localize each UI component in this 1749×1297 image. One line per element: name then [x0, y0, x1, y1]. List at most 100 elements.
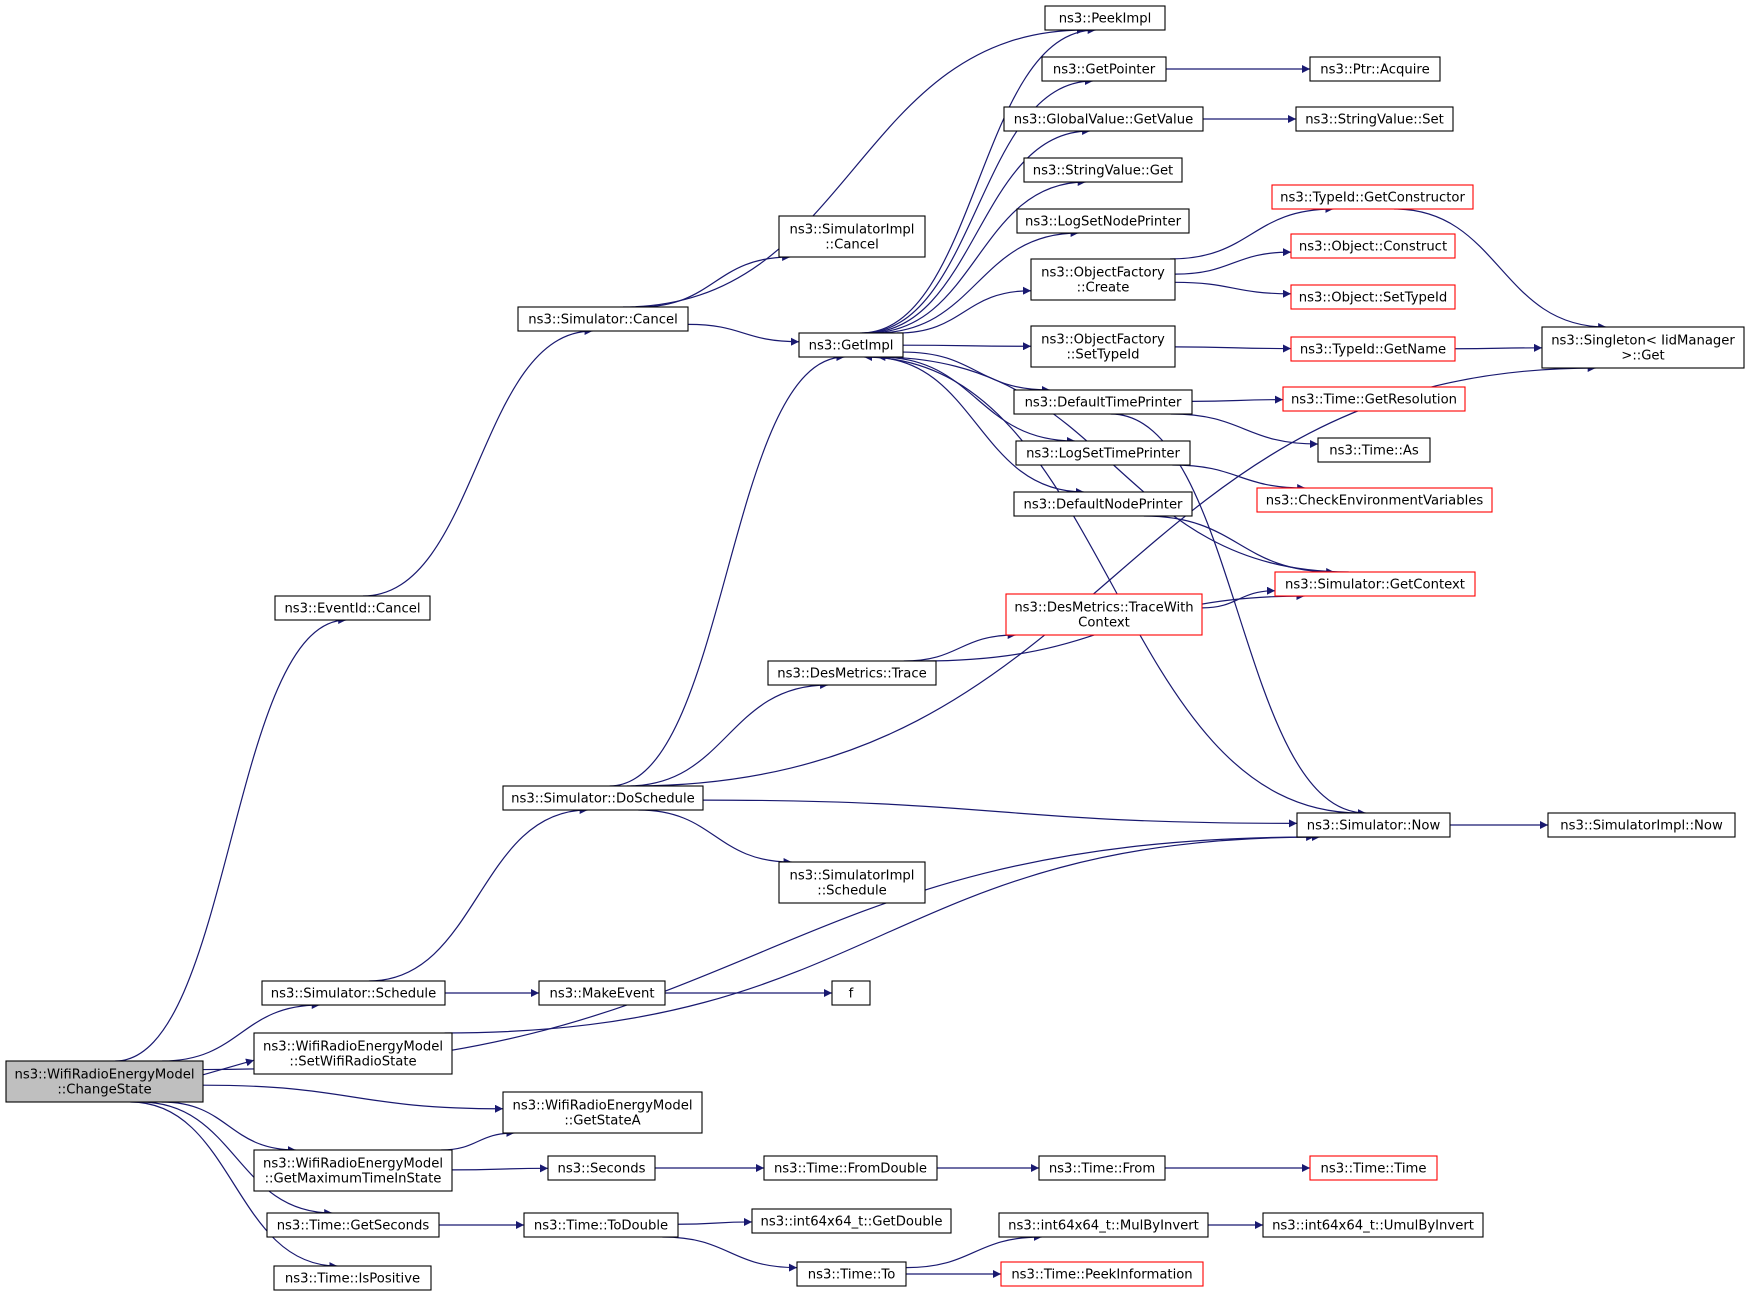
node-sim_getcontext[interactable]: ns3::Simulator::GetContext: [1274, 571, 1476, 597]
node-time_getresolution[interactable]: ns3::Time::GetResolution: [1282, 386, 1466, 412]
edge-defaultnodeprinter-to-sim_getcontext: [1143, 515, 1335, 576]
node-label: ns3::Object::SetTypeId: [1299, 291, 1448, 306]
node-of_settypeid[interactable]: ns3::ObjectFactory::SetTypeId: [1030, 325, 1176, 368]
node-getstatea[interactable]: ns3::WifiRadioEnergyModel::GetStateA: [502, 1091, 703, 1134]
node-seconds[interactable]: ns3::Seconds: [547, 1155, 656, 1181]
node-time_peekinformation[interactable]: ns3::Time::PeekInformation: [1000, 1261, 1204, 1287]
node-label: ns3::Time::FromDouble: [774, 1162, 927, 1177]
node-simimpl_now[interactable]: ns3::SimulatorImpl::Now: [1547, 812, 1736, 838]
node-label: ns3::SimulatorImpl: [790, 223, 915, 238]
edge-getimpl-to-of_create: [897, 286, 1032, 334]
node-eventid_cancel[interactable]: ns3::EventId::Cancel: [274, 595, 431, 621]
edge-sim_doschedule-to-simimpl_schedule: [638, 809, 792, 866]
node-time_as[interactable]: ns3::Time::As: [1317, 437, 1431, 463]
node-time_from[interactable]: ns3::Time::From: [1038, 1155, 1166, 1181]
node-typeid_getconstructor[interactable]: ns3::TypeId::GetConstructor: [1271, 184, 1474, 210]
node-defaulttimeprinter[interactable]: ns3::DefaultTimePrinter: [1013, 389, 1193, 415]
node-sv_set[interactable]: ns3::StringValue::Set: [1295, 106, 1454, 132]
node-sv_get[interactable]: ns3::StringValue::Get: [1023, 157, 1183, 183]
node-label: ns3::Time::GetSeconds: [277, 1219, 430, 1234]
node-box: [751, 1208, 952, 1234]
node-label: ns3::Time::PeekInformation: [1011, 1268, 1192, 1283]
node-label: ns3::Simulator::Cancel: [528, 313, 677, 328]
edge-root-to-setwifiradiostate: [202, 1058, 255, 1076]
node-label: ns3::Simulator::DoSchedule: [511, 792, 695, 807]
node-singleton_get[interactable]: ns3::Singleton< IidManager>::Get: [1541, 326, 1745, 369]
edge-getimpl-to-peekimpl: [860, 26, 1096, 334]
node-label: Context: [1078, 616, 1130, 631]
node-getpointer[interactable]: ns3::GetPointer: [1041, 56, 1167, 82]
node-root[interactable]: ns3::WifiRadioEnergyModel::ChangeState: [5, 1060, 204, 1103]
node-box: [1274, 571, 1476, 597]
edge-root-to-sim_schedule: [162, 1001, 320, 1062]
node-time_todouble[interactable]: ns3::Time::ToDouble: [523, 1212, 679, 1238]
node-time_to[interactable]: ns3::Time::To: [796, 1261, 907, 1287]
node-label: ns3::int64x64_t::GetDouble: [761, 1215, 943, 1230]
node-box: [1013, 389, 1193, 415]
edge-root-to-getstatea: [202, 1084, 504, 1113]
node-int64_mulbyinvert[interactable]: ns3::int64x64_t::MulByInvert: [998, 1212, 1209, 1238]
edge-sim_schedule-to-sim_doschedule: [368, 806, 588, 982]
node-label: ns3::Time::ToDouble: [534, 1219, 668, 1234]
edge-getimpl-to-of_settypeid: [902, 342, 1032, 351]
node-box: [1013, 491, 1193, 517]
node-object_construct[interactable]: ns3::Object::Construct: [1290, 233, 1456, 259]
node-typeid_getname[interactable]: ns3::TypeId::GetName: [1290, 336, 1456, 362]
node-sim_cancel[interactable]: ns3::Simulator::Cancel: [517, 306, 689, 332]
node-int64_umulbyinvert[interactable]: ns3::int64x64_t::UmulByInvert: [1262, 1212, 1484, 1238]
node-label: ns3::MakeEvent: [549, 987, 654, 1002]
node-logsetnodeprinter[interactable]: ns3::LogSetNodePrinter: [1016, 208, 1190, 234]
edge-desmetrics_tracewithcontext-to-sim_getcontext: [1201, 586, 1276, 609]
edge-getimpl-to-defaultnodeprinter: [870, 356, 1084, 496]
node-sim_doschedule[interactable]: ns3::Simulator::DoSchedule: [502, 785, 704, 811]
node-f[interactable]: f: [831, 980, 871, 1006]
node-time_getseconds[interactable]: ns3::Time::GetSeconds: [266, 1212, 440, 1238]
node-label: ns3::GetPointer: [1053, 63, 1156, 78]
edges-layer: [115, 26, 1607, 1278]
node-label: ::GetStateA: [564, 1114, 640, 1129]
node-getimpl[interactable]: ns3::GetImpl: [798, 332, 904, 358]
node-sim_schedule[interactable]: ns3::Simulator::Schedule: [261, 980, 446, 1006]
node-ptr_acquire[interactable]: ns3::Ptr::Acquire: [1309, 56, 1441, 82]
node-box: [1023, 157, 1183, 183]
node-label: ns3::Singleton< IidManager: [1551, 334, 1735, 349]
edge-sim_doschedule-to-getimpl: [609, 353, 845, 787]
node-makeevent[interactable]: ns3::MakeEvent: [538, 980, 666, 1006]
node-setwifiradiostate[interactable]: ns3::WifiRadioEnergyModel::SetWifiRadioS…: [253, 1032, 453, 1075]
node-label: ns3::WifiRadioEnergyModel: [263, 1157, 443, 1172]
node-label: ns3::DesMetrics::Trace: [777, 667, 926, 682]
node-label: ::GetMaximumTimeInState: [265, 1172, 442, 1187]
node-desmetrics_trace[interactable]: ns3::DesMetrics::Trace: [767, 660, 937, 686]
node-gv_getvalue[interactable]: ns3::GlobalValue::GetValue: [1003, 106, 1204, 132]
node-time_fromdouble[interactable]: ns3::Time::FromDouble: [763, 1155, 938, 1181]
node-logsettimeprinter[interactable]: ns3::LogSetTimePrinter: [1015, 440, 1191, 466]
node-box: [1005, 593, 1203, 636]
node-peekimpl[interactable]: ns3::PeekImpl: [1044, 5, 1166, 31]
node-box: [798, 332, 904, 358]
node-label: ns3::StringValue::Set: [1305, 113, 1444, 128]
node-label: ns3::CheckEnvironmentVariables: [1266, 494, 1484, 509]
node-time_ispositive[interactable]: ns3::Time::IsPositive: [273, 1265, 432, 1291]
edge-sim_cancel-to-getimpl: [687, 323, 800, 346]
node-time_time[interactable]: ns3::Time::Time: [1309, 1155, 1438, 1181]
node-defaultnodeprinter[interactable]: ns3::DefaultNodePrinter: [1013, 491, 1193, 517]
node-getmaxtimeinstate[interactable]: ns3::WifiRadioEnergyModel::GetMaximumTim…: [253, 1149, 453, 1192]
edge-of_settypeid-to-typeid_getname: [1174, 344, 1292, 353]
node-object_settypeid[interactable]: ns3::Object::SetTypeId: [1290, 284, 1456, 310]
node-label: ns3::Time::IsPositive: [285, 1272, 420, 1287]
node-int64_getdouble[interactable]: ns3::int64x64_t::GetDouble: [751, 1208, 952, 1234]
edge-defaulttimeprinter-to-time_getresolution: [1191, 395, 1284, 404]
node-simimpl_cancel[interactable]: ns3::SimulatorImpl::Cancel: [778, 215, 926, 258]
edge-setwifiradiostate-to-sim_now: [444, 833, 1320, 1034]
node-box: [1309, 56, 1441, 82]
node-simimpl_schedule[interactable]: ns3::SimulatorImpl::Schedule: [778, 861, 926, 904]
node-checkenv[interactable]: ns3::CheckEnvironmentVariables: [1256, 487, 1493, 513]
node-sim_now[interactable]: ns3::Simulator::Now: [1296, 812, 1451, 838]
node-label: ns3::WifiRadioEnergyModel: [512, 1099, 692, 1114]
node-label: ns3::Time::Time: [1321, 1162, 1427, 1177]
edge-getimpl-to-logsettimeprinter: [878, 356, 1076, 445]
node-box: [1290, 336, 1456, 362]
node-of_create[interactable]: ns3::ObjectFactory::Create: [1030, 258, 1176, 301]
edge-root-to-eventid_cancel: [115, 616, 347, 1062]
